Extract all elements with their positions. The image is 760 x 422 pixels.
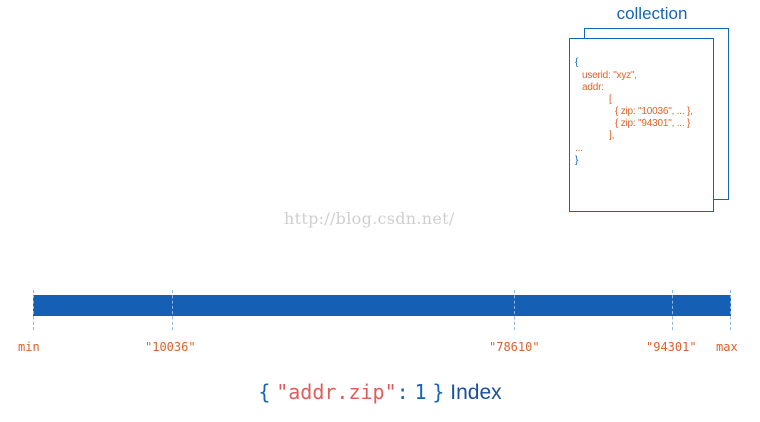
- tick-94301: [672, 290, 673, 330]
- caption-value: 1: [414, 380, 427, 404]
- index-caption: { "addr.zip": 1 } Index: [0, 380, 760, 405]
- axis-label-94301: "94301": [646, 340, 697, 354]
- document-card: { userid: "xyz", addr: [ { zip: "10036",…: [569, 38, 714, 212]
- axis-label-78610: "78610": [489, 340, 540, 354]
- doc-close-brace: }: [575, 155, 579, 166]
- tick-max: [730, 290, 731, 330]
- tick-10036: [172, 290, 173, 330]
- doc-zip-entry-2: { zip: "94301", ... }: [615, 118, 691, 129]
- axis-label-max: max: [716, 340, 738, 354]
- doc-addr-line: addr:: [582, 82, 604, 93]
- doc-zip-entry-1: { zip: "10036", ... },: [615, 106, 693, 117]
- caption-open-brace: {: [258, 380, 271, 404]
- caption-index-word: Index: [450, 381, 502, 404]
- doc-open-brace: {: [575, 57, 579, 68]
- watermark-url: http://blog.csdn.net/: [284, 209, 455, 228]
- index-range-bar: [33, 295, 731, 316]
- tick-min: [33, 290, 34, 330]
- doc-userid-line: userid: "xyz",: [582, 70, 637, 81]
- doc-open-bracket: [: [609, 94, 612, 105]
- caption-colon: :: [396, 380, 409, 404]
- caption-key: "addr.zip": [276, 380, 397, 404]
- axis-label-min: min: [18, 340, 40, 354]
- doc-ellipsis: ...: [575, 143, 583, 154]
- axis-label-10036: "10036": [145, 340, 196, 354]
- doc-close-bracket: ],: [609, 130, 615, 141]
- tick-78610: [514, 290, 515, 330]
- caption-close-brace: }: [432, 380, 445, 404]
- collection-title: collection: [616, 4, 688, 23]
